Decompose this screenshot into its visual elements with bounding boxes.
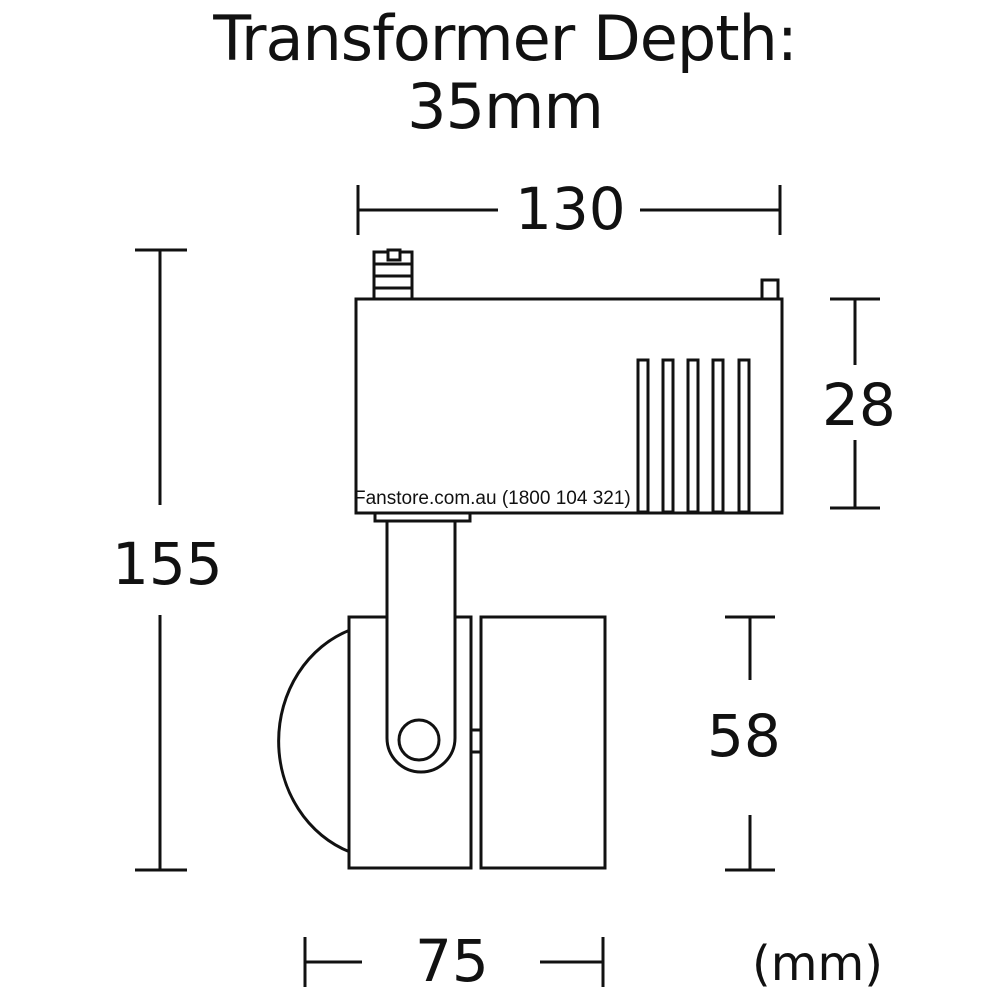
dimension-label-28: 28 xyxy=(822,371,896,439)
watermark-text: Fanstore.com.au (1800 104 321) xyxy=(354,488,631,509)
track-adapter-connector xyxy=(372,248,414,302)
track-adapter-pin xyxy=(760,278,780,302)
dimension-75-lines xyxy=(303,937,605,987)
dimension-label-130: 130 xyxy=(515,175,626,243)
transformer-housing xyxy=(354,297,784,523)
dimension-28-lines xyxy=(830,297,880,510)
dimension-label-58: 58 xyxy=(707,702,781,770)
dimension-155-lines xyxy=(135,248,187,872)
unit-label: (mm) xyxy=(752,936,883,992)
title-line-1: Transformer Depth: xyxy=(213,2,797,75)
lamp-arm xyxy=(385,519,457,774)
dimension-130-lines xyxy=(356,185,782,235)
dimension-58-lines xyxy=(725,615,775,872)
dimension-label-155: 155 xyxy=(112,530,223,598)
title-line-2: 35mm xyxy=(407,70,604,143)
dimension-label-75: 75 xyxy=(415,927,489,995)
